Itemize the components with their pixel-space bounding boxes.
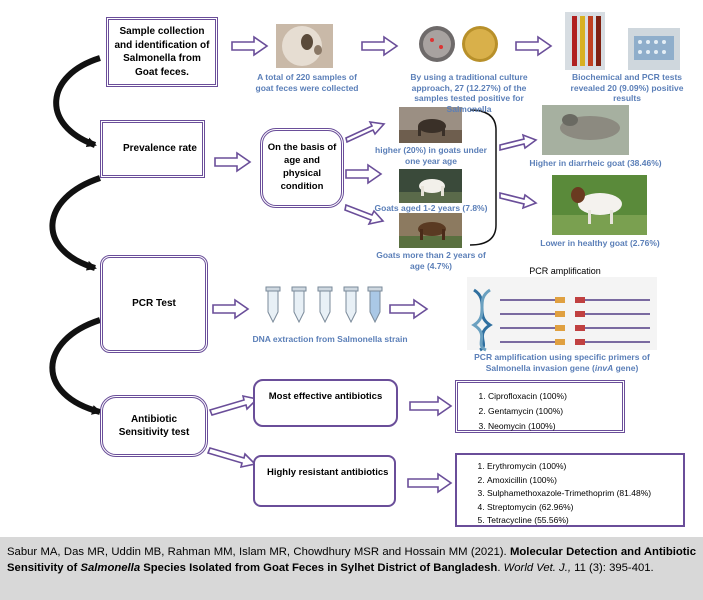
caption-biochem: Biochemical and PCR tests revealed 20 (9…: [570, 72, 684, 104]
block-arrow-mid: [345, 163, 383, 185]
citation-authors: Sabur MA, Das MR, Uddin MB, Rahman MM, I…: [7, 546, 510, 558]
block-arrow-sample: [231, 35, 269, 57]
block-arrow-culture: [361, 35, 399, 57]
most-effective-box: Most effective antibiotics: [253, 379, 398, 427]
curve-arrow-1: [53, 55, 101, 148]
goat-feces-photo: [276, 24, 333, 68]
citation-sep: .: [497, 562, 504, 575]
resistant-antibiotics-list: Erythromycin (100%) Amoxicillin (100%) S…: [457, 460, 651, 528]
list-item: Sulphamethoxazole-Trimethoprim (81.48%): [487, 487, 651, 501]
block-arrow-resistant: [206, 447, 257, 469]
block-arrow-resistant-list: [407, 472, 453, 494]
healthy-goat-photo: [552, 175, 647, 235]
caption-young-goat: higher (20%) in goats under one year age: [375, 145, 487, 166]
old-goat-photo: [399, 213, 462, 248]
mid-goat-photo: [399, 169, 462, 203]
block-arrow-effective: [208, 394, 259, 416]
step-antibiotic-sensitivity: Antibiotic Sensitivity test: [100, 395, 208, 457]
caption-pcr-amplification: PCR amplification using specific primers…: [462, 352, 662, 373]
block-arrow-biochem: [515, 35, 553, 57]
step-sample-collection: Sample collection and identification of …: [106, 17, 218, 87]
biochemical-tubes-photo: [565, 12, 680, 70]
citation-title-italic: Salmonella: [80, 562, 141, 575]
pcr-amplification-title: PCR amplification: [529, 266, 601, 276]
caption-pcr-gene: invA: [594, 362, 614, 373]
effective-antibiotics-list-box: Ciprofloxacin (100%) Gentamycin (100%) N…: [455, 380, 625, 433]
list-item: Erythromycin (100%): [487, 460, 651, 474]
list-item: Neomycin (100%): [488, 419, 567, 434]
citation-volume: 11 (3): 395-401.: [571, 562, 654, 575]
caption-culture: By using a traditional culture approach,…: [410, 72, 528, 114]
list-item: Amoxicillin (100%): [487, 474, 651, 488]
caption-pcr-pre: PCR amplification using specific primers…: [474, 352, 650, 373]
citation-title-b: Species Isolated from Goat Feces in Sylh…: [140, 562, 498, 575]
curve-arrow-3: [49, 317, 102, 415]
citation-journal: World Vet. J.,: [503, 562, 571, 575]
block-arrow-healthy: [499, 191, 538, 210]
culture-plates-photo: [419, 26, 498, 62]
caption-pcr-post: gene): [613, 362, 639, 373]
caption-mid-goat: Goats aged 1-2 years (7.8%): [374, 203, 488, 213]
dna-extraction-tubes: [265, 286, 383, 324]
block-arrow-diarrheic: [499, 133, 538, 152]
diarrheic-goat-photo: [542, 105, 629, 155]
flow-arrows-layer: [49, 12, 680, 494]
caption-dna-extraction: DNA extraction from Salmonella strain: [252, 334, 408, 344]
block-arrow-dna: [389, 298, 429, 320]
curve-arrow-2: [49, 175, 101, 271]
step-pcr-test: PCR Test: [100, 255, 208, 353]
caption-samples: A total of 220 samples of goat feces wer…: [255, 72, 359, 93]
caption-diarrheic: Higher in diarrheic goat (38.46%): [529, 158, 662, 168]
list-item: Gentamycin (100%): [488, 404, 567, 419]
effective-antibiotics-list: Ciprofloxacin (100%) Gentamycin (100%) N…: [458, 389, 567, 434]
list-item: Streptomycin (62.96%): [487, 501, 651, 515]
block-arrow-effective-list: [409, 395, 453, 417]
citation-block: Sabur MA, Das MR, Uddin MB, Rahman MM, I…: [0, 537, 703, 600]
basis-age-condition: On the basis of age and physical conditi…: [260, 128, 344, 208]
block-arrow-pcr: [212, 298, 250, 320]
step-prevalence-rate: Prevalence rate: [100, 120, 205, 178]
citation-title-a: Molecular Detection and Antibiotic Sensi…: [7, 546, 696, 575]
highly-resistant-box: Highly resistant antibiotics: [253, 455, 396, 507]
caption-healthy: Lower in healthy goat (2.76%): [540, 238, 660, 248]
block-arrow-prevalence: [214, 151, 252, 173]
grouping-bracket: [469, 109, 497, 246]
block-arrow-old: [344, 203, 385, 226]
pcr-amplification-graphic: [467, 277, 657, 352]
block-arrow-young: [345, 120, 386, 144]
resistant-antibiotics-list-box: Erythromycin (100%) Amoxicillin (100%) S…: [455, 453, 685, 527]
caption-old-goat: Goats more than 2 years of age (4.7%): [376, 250, 486, 271]
list-item: Tetracycline (55.56%): [487, 514, 651, 528]
young-goat-photo: [399, 107, 462, 143]
list-item: Ciprofloxacin (100%): [488, 389, 567, 404]
